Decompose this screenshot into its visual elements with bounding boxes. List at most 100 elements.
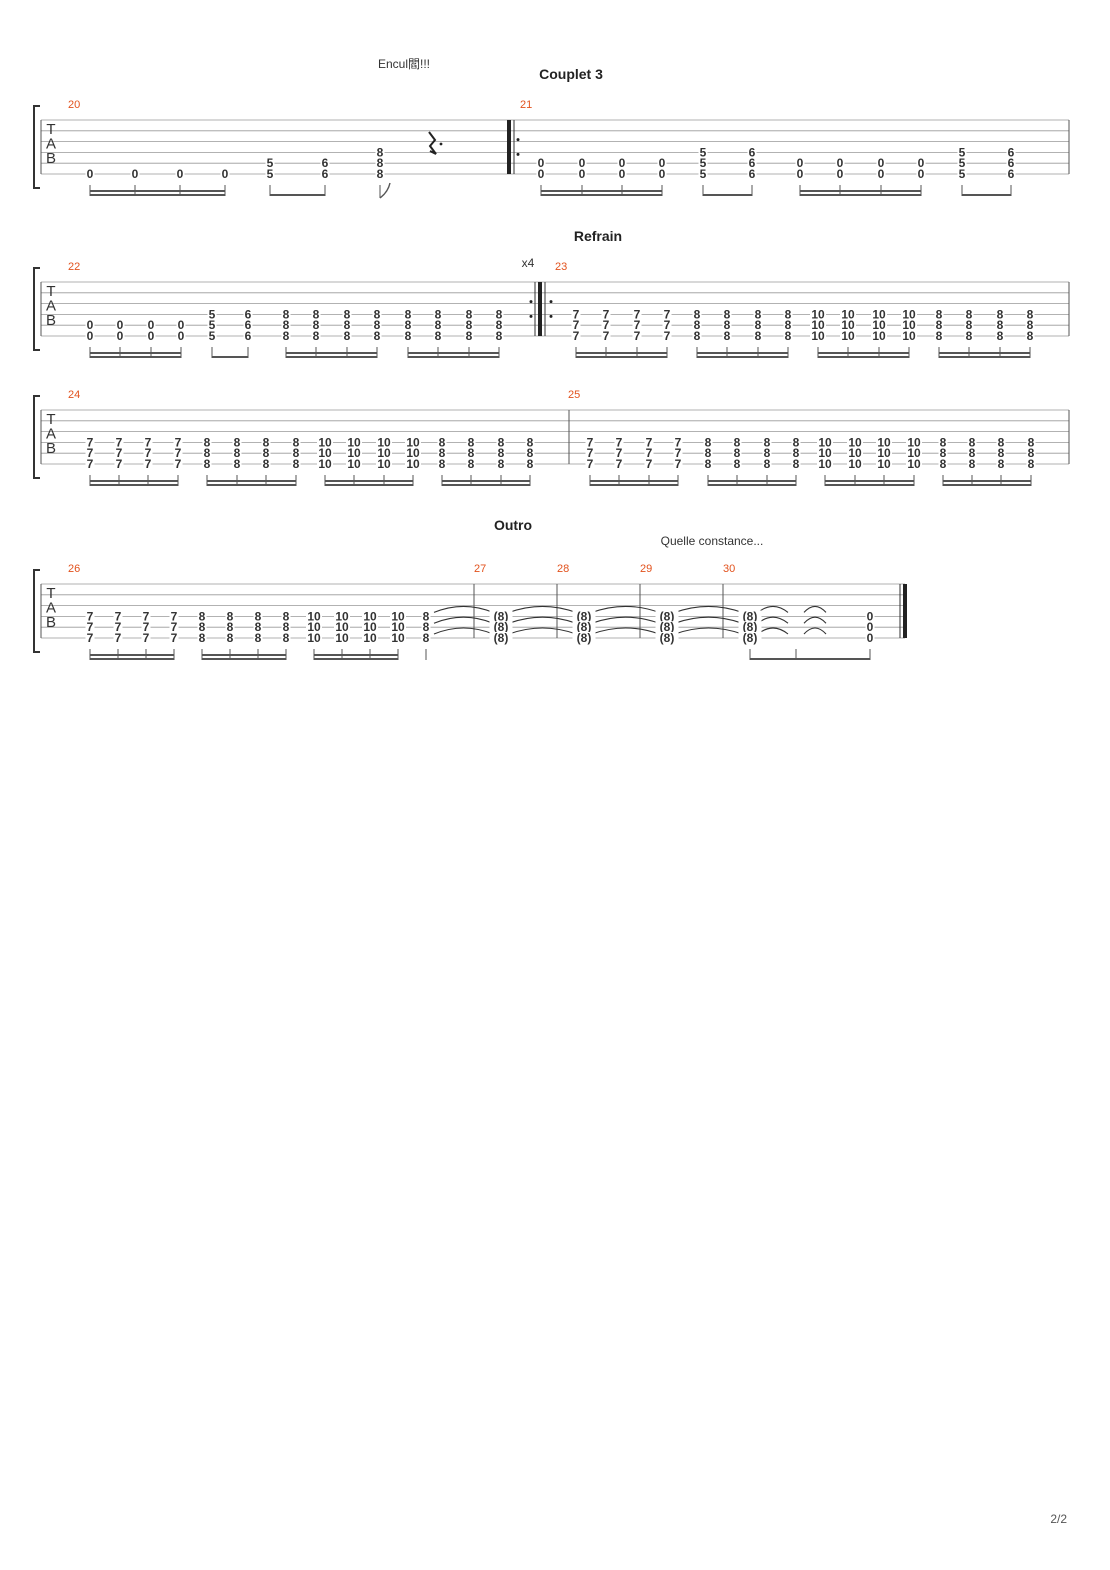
fret-mask [901,319,917,331]
fret-number: 8 [263,446,270,460]
tie-arc [508,616,577,624]
fret-mask [143,436,153,448]
fret-number: 10 [335,609,349,623]
fret-number: (8) [577,631,592,645]
tab-clef-letter: B [46,440,56,457]
fret-number: 0 [837,167,844,181]
fret-mask [494,308,504,320]
fret-number: 10 [406,457,420,471]
fret-mask [464,330,474,341]
note-beam [825,480,914,482]
fret-mask [306,610,322,622]
fret-mask [115,319,125,331]
fret-number: 10 [841,318,855,332]
tie-arc [508,627,577,635]
fret-mask [1025,308,1035,320]
fret-number: 8 [997,329,1004,343]
tie-arc [674,627,743,635]
fret-number: 8 [496,307,503,321]
fret-mask [494,319,504,331]
measure-number: 22 [68,261,80,273]
fret-number: 8 [785,307,792,321]
fret-mask [996,458,1006,469]
fret-mask [85,168,95,179]
fret-mask [85,447,95,459]
fret-number: 10 [406,446,420,460]
fret-number: 8 [466,318,473,332]
fret-mask [698,168,708,179]
fret-number: 8 [204,435,211,449]
fret-number: 8 [283,329,290,343]
fret-number: 8 [785,329,792,343]
fret-mask [876,458,892,469]
fret-mask [375,157,385,169]
fret-number: 8 [998,457,1005,471]
fret-mask [791,436,801,448]
note-beam [703,194,752,196]
fret-mask [876,157,886,169]
fret-mask [655,621,679,633]
note-flag [379,182,391,199]
fret-number: 8 [227,631,234,645]
fret-number: 7 [87,620,94,634]
fret-mask [865,610,875,622]
fret-number: 8 [263,457,270,471]
fret-mask [995,308,1005,320]
system-bracket [33,267,40,351]
fret-number: 8 [940,446,947,460]
fret-number: 8 [1028,446,1035,460]
fret-number: 7 [87,435,94,449]
note-beam [708,480,796,482]
fret-number: 0 [177,167,184,181]
fret-number: 8 [997,307,1004,321]
fret-mask [372,330,382,341]
fret-mask [342,308,352,320]
fret-mask [571,330,581,341]
fret-number: 8 [734,457,741,471]
fret-mask [571,319,581,331]
fret-number: 8 [734,446,741,460]
fret-number: 8 [724,329,731,343]
fret-mask [722,330,732,341]
fret-mask [657,157,667,169]
fret-mask [644,436,654,448]
fret-mask [865,632,875,643]
fret-number: 10 [318,435,332,449]
fret-mask [265,168,275,179]
tab-clef-letter: T [46,283,55,300]
fret-mask [692,308,702,320]
fret-mask [601,319,611,331]
fret-mask [232,436,242,448]
fret-mask [390,632,406,643]
repeat-dot [549,314,553,318]
fret-number: 8 [313,318,320,332]
fret-number: 0 [878,167,885,181]
fret-number: 8 [940,457,947,471]
fret-number: 7 [616,457,623,471]
fret-mask [225,610,235,622]
fret-mask [1025,330,1035,341]
fret-mask [146,319,156,331]
fret-mask [207,319,217,331]
fret-number: 8 [724,318,731,332]
fret-number: 8 [283,609,290,623]
fret-mask [876,447,892,459]
fret-mask [571,308,581,320]
fret-mask [585,436,595,448]
fret-mask [143,447,153,459]
fret-number: 7 [115,631,122,645]
page-number: 2/2 [1050,1512,1067,1526]
note-beam [590,484,678,486]
fret-number: 10 [406,435,420,449]
fret-mask [762,436,772,448]
fret-mask [376,458,392,469]
fret-number: 8 [468,457,475,471]
fret-number: 8 [423,631,430,645]
fret-number: 0 [579,167,586,181]
fret-mask [738,621,762,633]
fret-number: (8) [494,620,509,634]
section-title: Couplet 3 [539,66,603,82]
fret-number: 5 [959,156,966,170]
fret-number: 5 [209,329,216,343]
